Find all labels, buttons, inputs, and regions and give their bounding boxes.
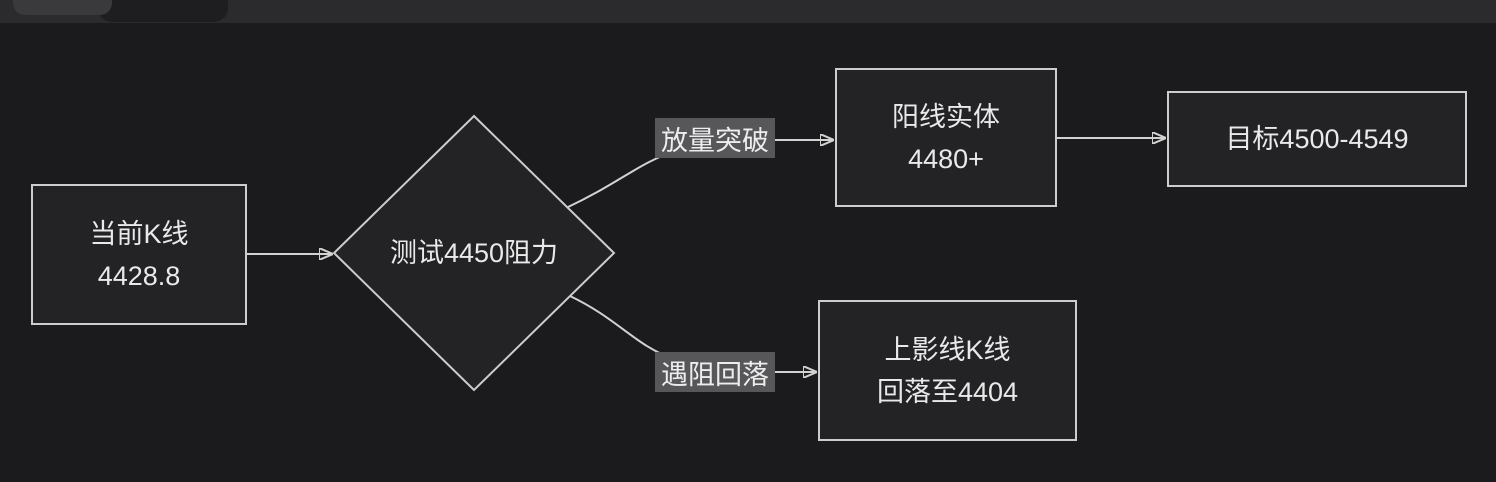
node-bull-body-line1: 阳线实体 — [892, 101, 1000, 132]
node-current-k-line2: 4428.8 — [97, 260, 181, 291]
node-upper-shadow-line1: 上影线K线 — [884, 334, 1011, 365]
browser-tab-strip — [0, 0, 1496, 23]
edge-label-breakout: 放量突破 — [655, 118, 775, 158]
node-decision-label: 测试4450阻力 — [389, 238, 559, 268]
node-decision: 测试4450阻力 — [334, 116, 614, 390]
node-current-k: 当前K线 4428.8 — [31, 184, 247, 325]
flowchart-edges — [247, 114, 1496, 392]
flowchart-canvas: 当前K线 4428.8 测试4450阻力 阳线实体 4480+ 目标4500-4… — [0, 23, 1496, 482]
node-upper-shadow: 上影线K线 回落至4404 — [818, 300, 1077, 441]
node-current-k-line1: 当前K线 — [89, 218, 189, 249]
node-bull-body-line2: 4480+ — [908, 143, 984, 174]
tab-active[interactable] — [13, 0, 112, 15]
node-bull-body: 阳线实体 4480+ — [835, 68, 1057, 207]
node-target: 目标4500-4549 — [1167, 91, 1467, 187]
decision-diamond-shape — [332, 114, 616, 392]
edge-label-rejection: 遇阻回落 — [655, 352, 775, 392]
node-target-label: 目标4500-4549 — [1225, 124, 1409, 154]
tab-inactive[interactable] — [98, 0, 228, 22]
node-upper-shadow-line2: 回落至4404 — [876, 376, 1019, 407]
